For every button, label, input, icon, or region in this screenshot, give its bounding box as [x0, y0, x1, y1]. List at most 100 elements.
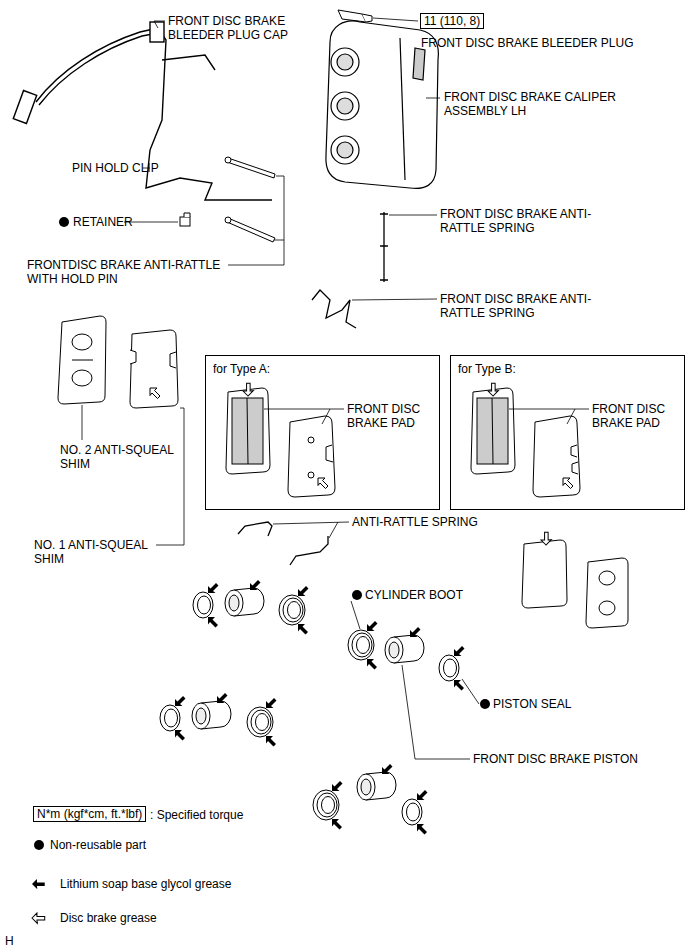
caliper — [337, 142, 353, 158]
legend-arrow — [32, 877, 46, 891]
grease-arrow — [175, 580, 465, 835]
brake-pad — [247, 398, 248, 464]
anti-squeal-shim — [58, 316, 178, 408]
brake-pad — [533, 416, 580, 497]
sensor-wire — [162, 55, 215, 70]
anti-squeal-shim — [522, 540, 628, 628]
leader-line — [351, 601, 360, 629]
piston-set — [247, 707, 273, 737]
grease-arrow — [367, 621, 378, 631]
anti-squeal-shim — [522, 540, 567, 608]
piston-set — [160, 588, 459, 825]
leader-line — [426, 98, 440, 99]
piston-set — [313, 790, 339, 820]
part-label: FRONT DISC BRAKE ANTI-RATTLE SPRING — [440, 292, 600, 320]
legend-text: Disc brake grease — [60, 911, 157, 925]
torque-box: N*m (kgf*cm, ft.*lbf) — [33, 806, 146, 822]
anti-rattle-spring — [380, 212, 388, 282]
brake-pad — [571, 445, 578, 474]
caliper — [331, 48, 359, 76]
anti-squeal-shim — [599, 571, 615, 585]
piston-set — [402, 799, 422, 825]
hold-pin — [225, 217, 231, 223]
non-reusable-dot — [34, 840, 44, 850]
grease-arrow — [208, 583, 219, 593]
brake-pad — [492, 398, 493, 464]
bleeder-plug — [338, 10, 366, 22]
piston-set — [160, 705, 180, 731]
hold-pin — [227, 218, 275, 242]
grease-arrow — [175, 696, 186, 706]
brake-pad — [226, 388, 580, 497]
grease-arrow — [208, 617, 218, 628]
part-label: PIN HOLD CLIP — [72, 161, 222, 175]
grease-arrow — [217, 693, 228, 703]
part-label: FRONT DISC BRAKE PAD — [592, 402, 677, 430]
disc-grease-arrow — [539, 531, 553, 545]
caliper — [400, 38, 405, 180]
leader-line — [156, 408, 184, 545]
disc-grease-arrow — [486, 382, 500, 396]
bleeder-plug — [338, 10, 372, 22]
brake-pad — [308, 472, 314, 478]
part-label: CYLINDER BOOT — [365, 588, 515, 602]
leader-line — [228, 176, 284, 265]
legend-arrow — [32, 877, 46, 925]
brake-pad — [232, 398, 263, 464]
grease-arrow — [410, 627, 421, 637]
non-reusable-dot — [480, 699, 490, 709]
retainer — [180, 217, 190, 226]
leader-line — [373, 18, 418, 21]
hold-pin — [225, 157, 275, 242]
sensor-wire — [39, 33, 158, 105]
sensor-wire — [13, 22, 272, 200]
brake-pad — [471, 388, 515, 474]
brake-pad — [326, 445, 333, 462]
piston-set — [385, 635, 424, 663]
piston-set — [348, 630, 374, 660]
caliper — [337, 98, 353, 114]
piston-set — [192, 701, 231, 729]
retainer — [184, 213, 190, 217]
grease-arrow — [298, 624, 308, 635]
anti-squeal-shim — [72, 360, 93, 361]
brake-pad — [477, 398, 508, 464]
leader-line — [273, 522, 349, 538]
legend-arrow — [32, 911, 46, 925]
disc-grease-arrow — [150, 382, 573, 545]
piston-set — [225, 588, 264, 616]
caliper — [413, 48, 425, 80]
grease-arrow — [266, 736, 276, 747]
piston-set — [439, 655, 459, 681]
caliper — [331, 92, 359, 120]
grease-arrow — [332, 819, 342, 830]
leader-line — [264, 409, 344, 424]
part-label: NO. 1 ANTI-SQUEAL SHIM — [34, 538, 159, 566]
leader-line — [82, 18, 589, 759]
anti-rattle-spring — [238, 522, 328, 565]
box-heading: N*m (kgf*cm, ft.*lbf) — [37, 807, 142, 821]
non-reusable-dot — [59, 217, 69, 227]
anti-squeal-shim — [586, 558, 628, 628]
grease-arrow — [417, 790, 428, 800]
leader-line — [462, 679, 479, 704]
sensor-wire — [146, 150, 272, 200]
legend-text: : Specified torque — [150, 808, 243, 822]
disc-grease-arrow — [563, 478, 573, 489]
anti-rattle-spring — [312, 212, 388, 328]
type-box: for Type A:FRONT DISC BRAKE PAD — [205, 355, 440, 510]
leader-line — [402, 665, 470, 759]
anti-rattle-spring — [290, 536, 328, 565]
bleeder-plug — [362, 14, 372, 22]
disc-grease-arrow — [318, 478, 328, 489]
piston-set — [357, 772, 396, 800]
anti-squeal-shim — [130, 330, 178, 408]
anti-rattle-spring — [312, 290, 356, 328]
part-label: FRONT DISC BRAKE CALIPER ASSEMBLY LH — [444, 90, 644, 118]
piston-set — [193, 592, 213, 618]
leader-line — [509, 409, 589, 424]
part-label: ANTI-RATTLE SPRING — [352, 515, 552, 529]
anti-squeal-shim — [72, 370, 92, 386]
part-label: NO. 2 ANTI-SQUEAL SHIM — [60, 443, 185, 471]
